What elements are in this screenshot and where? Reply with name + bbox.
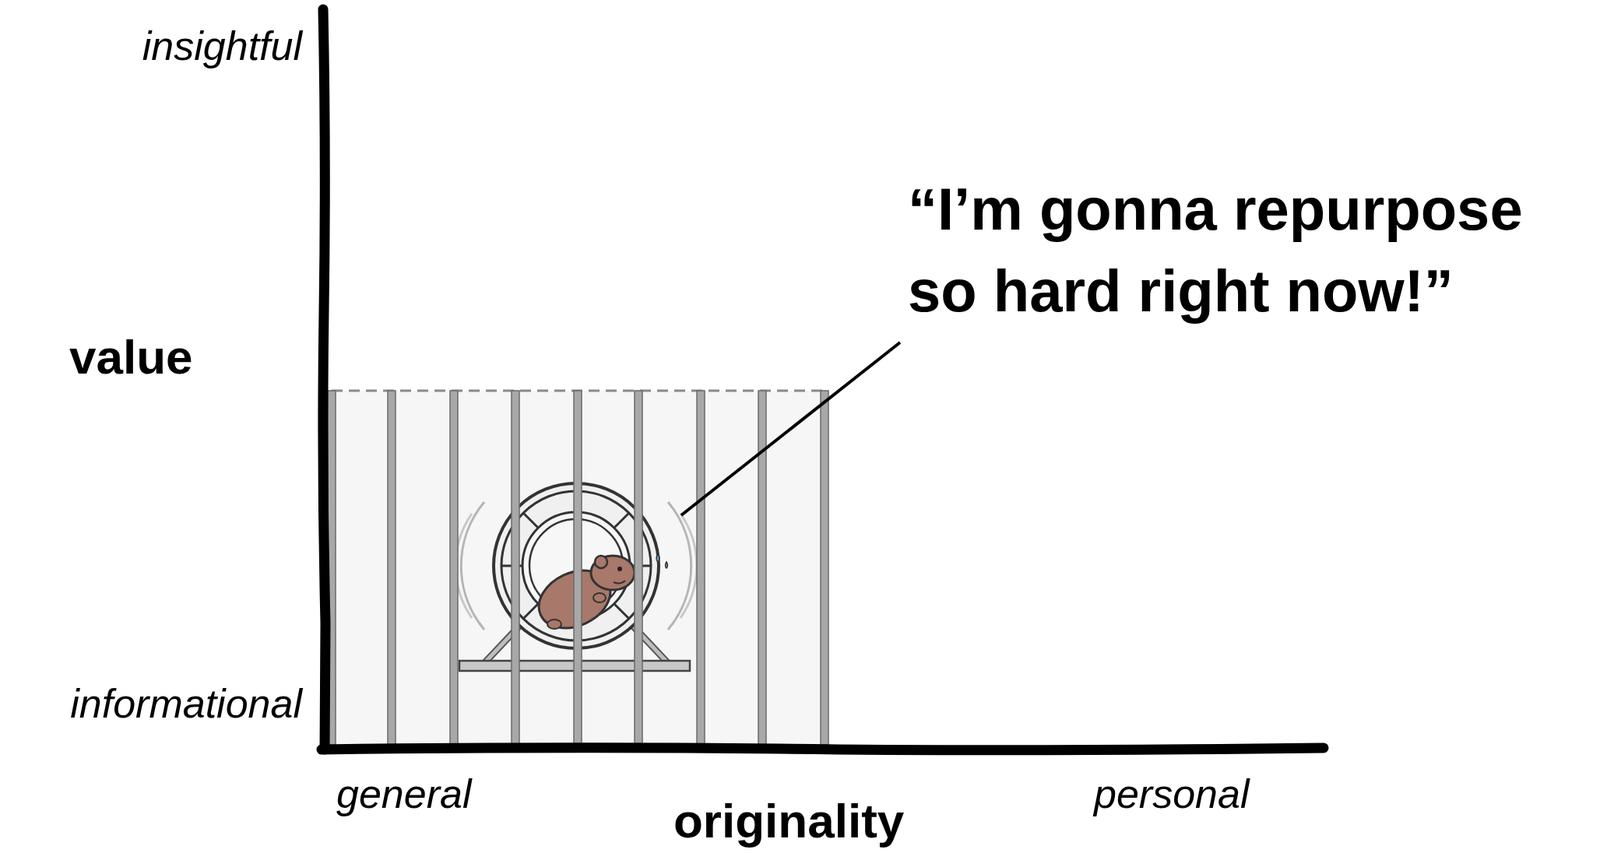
axis-end-label: general <box>336 770 472 819</box>
hamster <box>529 554 668 640</box>
cage-ground <box>331 390 825 746</box>
cage-bars <box>327 390 829 746</box>
axis-title: originality <box>673 794 904 848</box>
axis-end-label: informational <box>70 679 303 728</box>
x-axis <box>321 748 1324 751</box>
axis-title: value <box>69 328 194 387</box>
y-axis <box>323 9 326 750</box>
axis-end-label: personal <box>1093 770 1249 819</box>
speech-quote: “I’m gonna repurpose so hard right now!” <box>907 168 1570 333</box>
leader-line <box>681 342 901 516</box>
axis-end-label: insightful <box>142 21 303 71</box>
